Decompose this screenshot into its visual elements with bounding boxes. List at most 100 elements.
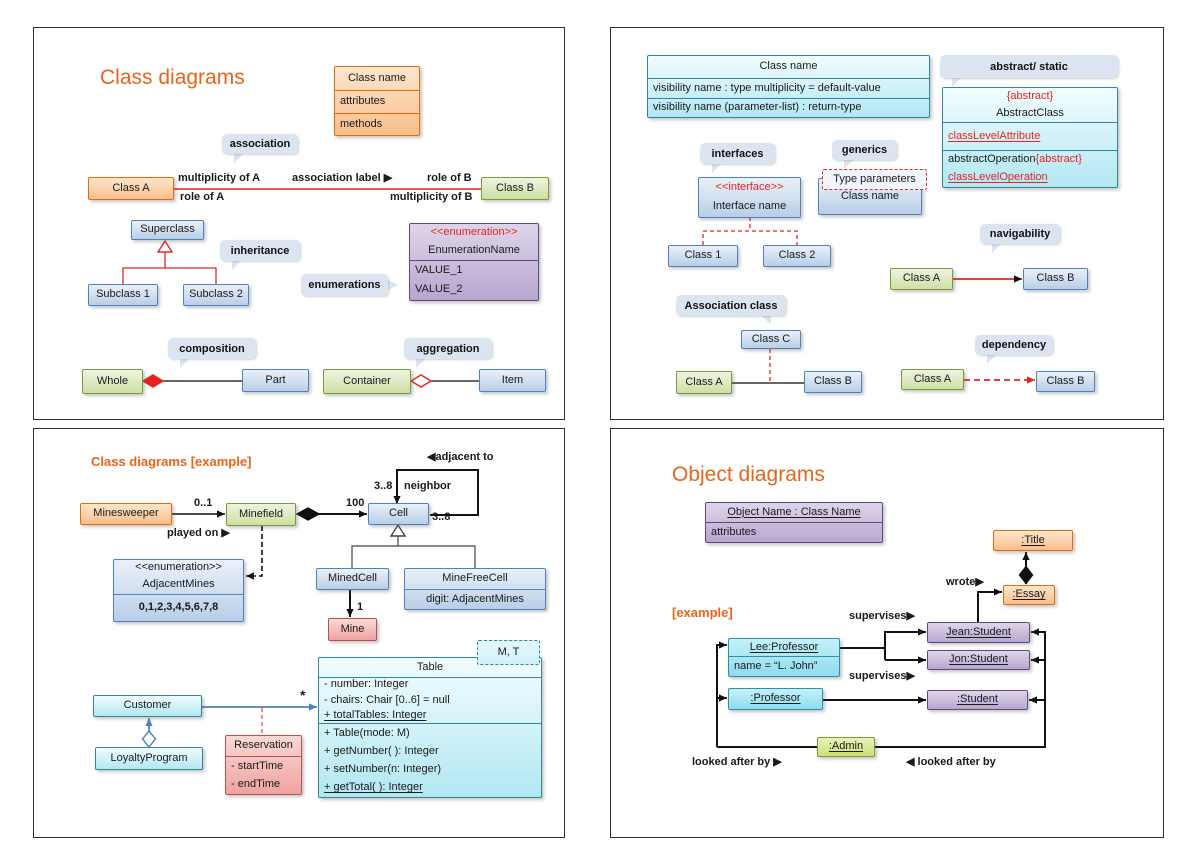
dep-class-b-box-row-0: Class B xyxy=(1037,372,1094,391)
superclass-box: Superclass xyxy=(131,220,204,240)
interface-box-row-0: <<interface>> xyxy=(699,178,800,197)
abstract-class-box-text: {abstract} xyxy=(1035,152,1082,165)
adjacentmines-box-row-1: AdjacentMines xyxy=(114,576,243,593)
generics-callout-tail xyxy=(844,158,855,169)
right-rail-jean-arrow-arrowhead xyxy=(1031,628,1039,636)
cell-box-text: Cell xyxy=(389,507,408,520)
association-callout: association xyxy=(222,134,298,154)
assoc-class-a-box-text: Class A xyxy=(685,375,723,388)
class-b-box: Class B xyxy=(481,177,549,200)
adjacentmines-box-row-0: <<enumeration>> xyxy=(114,560,243,576)
jean-student-box-row-0: Jean:Student xyxy=(928,623,1029,642)
adjacent-to-label: ◀adjacent to xyxy=(427,451,494,463)
abstract-class-box-text: abstractOperation xyxy=(948,152,1036,165)
class-c-box-row-0: Class C xyxy=(742,331,800,348)
minedcell-mine-arrow-arrowhead xyxy=(346,609,354,617)
type-parameters-box: Type parameters xyxy=(822,169,927,190)
classname-template-box-text: visibility name (parameter-list) : retur… xyxy=(653,101,862,114)
loyaltyprogram-box-text: LoyaltyProgram xyxy=(110,751,188,764)
assoc-class-a-box-row-0: Class A xyxy=(677,372,731,393)
generics-classname-box-row-0: Class name xyxy=(819,179,921,214)
table-box-row-1: - number: Integer xyxy=(319,676,541,693)
part-box: Part xyxy=(242,369,309,392)
association-class-callout: Association class xyxy=(676,295,786,316)
navigability-arrow-arrowhead xyxy=(1014,275,1022,283)
whole-box: Whole xyxy=(82,369,143,394)
minefreecell-box-text: digit: AdjacentMines xyxy=(426,592,524,605)
object-template-box-text: Object Name : Class Name xyxy=(727,505,861,518)
association-label-label: association label ▶ xyxy=(292,172,393,184)
mine-box-text: Mine xyxy=(340,622,365,635)
class-c-box-text: Class C xyxy=(751,332,791,345)
abstract-static-callout-tail xyxy=(952,76,963,87)
minefield-box: Minefield xyxy=(226,503,296,526)
item-box-text: Item xyxy=(501,373,524,386)
role-of-b-label: role of B xyxy=(427,172,472,184)
whole-box-text: Whole xyxy=(96,374,129,387)
minefield-enum-dashed xyxy=(246,526,263,577)
minesweeper-box-text: Minesweeper xyxy=(93,507,159,520)
classname-template-box-text: visibility name : type multiplicity = de… xyxy=(653,81,881,94)
type-parameters-box-text: Type parameters xyxy=(833,172,916,185)
right-rail-jon-arrow-arrowhead xyxy=(1031,656,1039,664)
class1-box-row-0: Class 1 xyxy=(669,246,737,266)
slide4-title: Object diagrams xyxy=(672,463,825,486)
class-a-box-text: Class A xyxy=(112,181,150,194)
classname-template-box-text: Class name xyxy=(759,60,818,73)
multiplicity-of-a-label: multiplicity of A xyxy=(178,172,261,184)
nav-class-b-box-row-0: Class B xyxy=(1024,269,1087,289)
cell-self-loop-arrowhead xyxy=(393,496,401,504)
reservation-box-row-1: - startTime xyxy=(226,756,301,775)
aggregation-diamond xyxy=(409,374,433,388)
abstract-class-box-row-4: classLevelOperation xyxy=(943,168,1117,187)
class-b-box-text: Class B xyxy=(496,181,534,194)
dep-class-b-box-text: Class B xyxy=(1046,374,1085,387)
jean-student-box: Jean:Student xyxy=(927,622,1030,643)
class-b-box-row-0: Class B xyxy=(482,178,548,199)
mult-1-label: 1 xyxy=(357,601,364,613)
dep-class-a-box: Class A xyxy=(901,369,964,390)
assoc-class-b-box: Class B xyxy=(804,371,862,393)
classname-template-box-row-0: Class name xyxy=(648,56,929,78)
abstract-class-box-text: AbstractClass xyxy=(996,106,1064,119)
item-box: Item xyxy=(479,369,546,392)
class1-box: Class 1 xyxy=(668,245,738,267)
loyaltyprogram-box-row-0: LoyaltyProgram xyxy=(96,748,202,769)
jon-student-box-row-0: Jon:Student xyxy=(928,651,1029,669)
enumerations-callout: enumerations xyxy=(301,274,388,296)
student-object-box: :Student xyxy=(927,690,1028,710)
mine-box: Mine xyxy=(328,618,377,641)
customer-box-text: Customer xyxy=(123,699,172,712)
interface-box-row-1: Interface name xyxy=(699,197,800,217)
aggregation-callout: aggregation xyxy=(404,338,492,359)
minedcell-box-row-0: MinedCell xyxy=(317,569,388,589)
lee-professor-box-row-0: Lee:Professor xyxy=(729,639,839,656)
right-rail-student-arrow-arrowhead xyxy=(1029,696,1037,704)
adjacentmines-box-text: <<enumeration>> xyxy=(135,561,222,574)
table-box-text: + totalTables: Integer xyxy=(324,708,427,721)
lee-professor-box-text: Lee:Professor xyxy=(749,640,819,653)
reservation-box-text: Reservation xyxy=(234,739,293,752)
composition-diamond xyxy=(141,374,165,388)
cell-subclass-branches xyxy=(351,545,476,568)
left-rail-lee-arrow-arrowhead xyxy=(719,641,727,649)
wrote-label: wrote▶ xyxy=(946,576,984,588)
navigability-callout-tail xyxy=(992,242,1003,253)
class-a-box-row-0: Class A xyxy=(89,178,173,199)
dep-class-a-box-row-0: Class A xyxy=(902,370,963,389)
lee-jean-arrow-arrowhead xyxy=(918,628,926,636)
customer-table-arrow-arrowhead xyxy=(309,703,317,711)
nav-class-a-box: Class A xyxy=(890,268,953,290)
table-box-text: + setNumber(n: Integer) xyxy=(324,762,442,775)
abstract-class-box-text: {abstract} xyxy=(1006,89,1054,102)
table-box-row-6: + setNumber(n: Integer) xyxy=(319,761,541,779)
nav-class-a-box-row-0: Class A xyxy=(891,269,952,289)
loyalty-customer-arrow-arrowhead xyxy=(145,718,153,726)
lee-professor-box-text: name = “L. John” xyxy=(734,659,818,672)
superclass-box-row-0: Superclass xyxy=(132,221,203,239)
enumerations-callout-tail xyxy=(386,279,398,291)
